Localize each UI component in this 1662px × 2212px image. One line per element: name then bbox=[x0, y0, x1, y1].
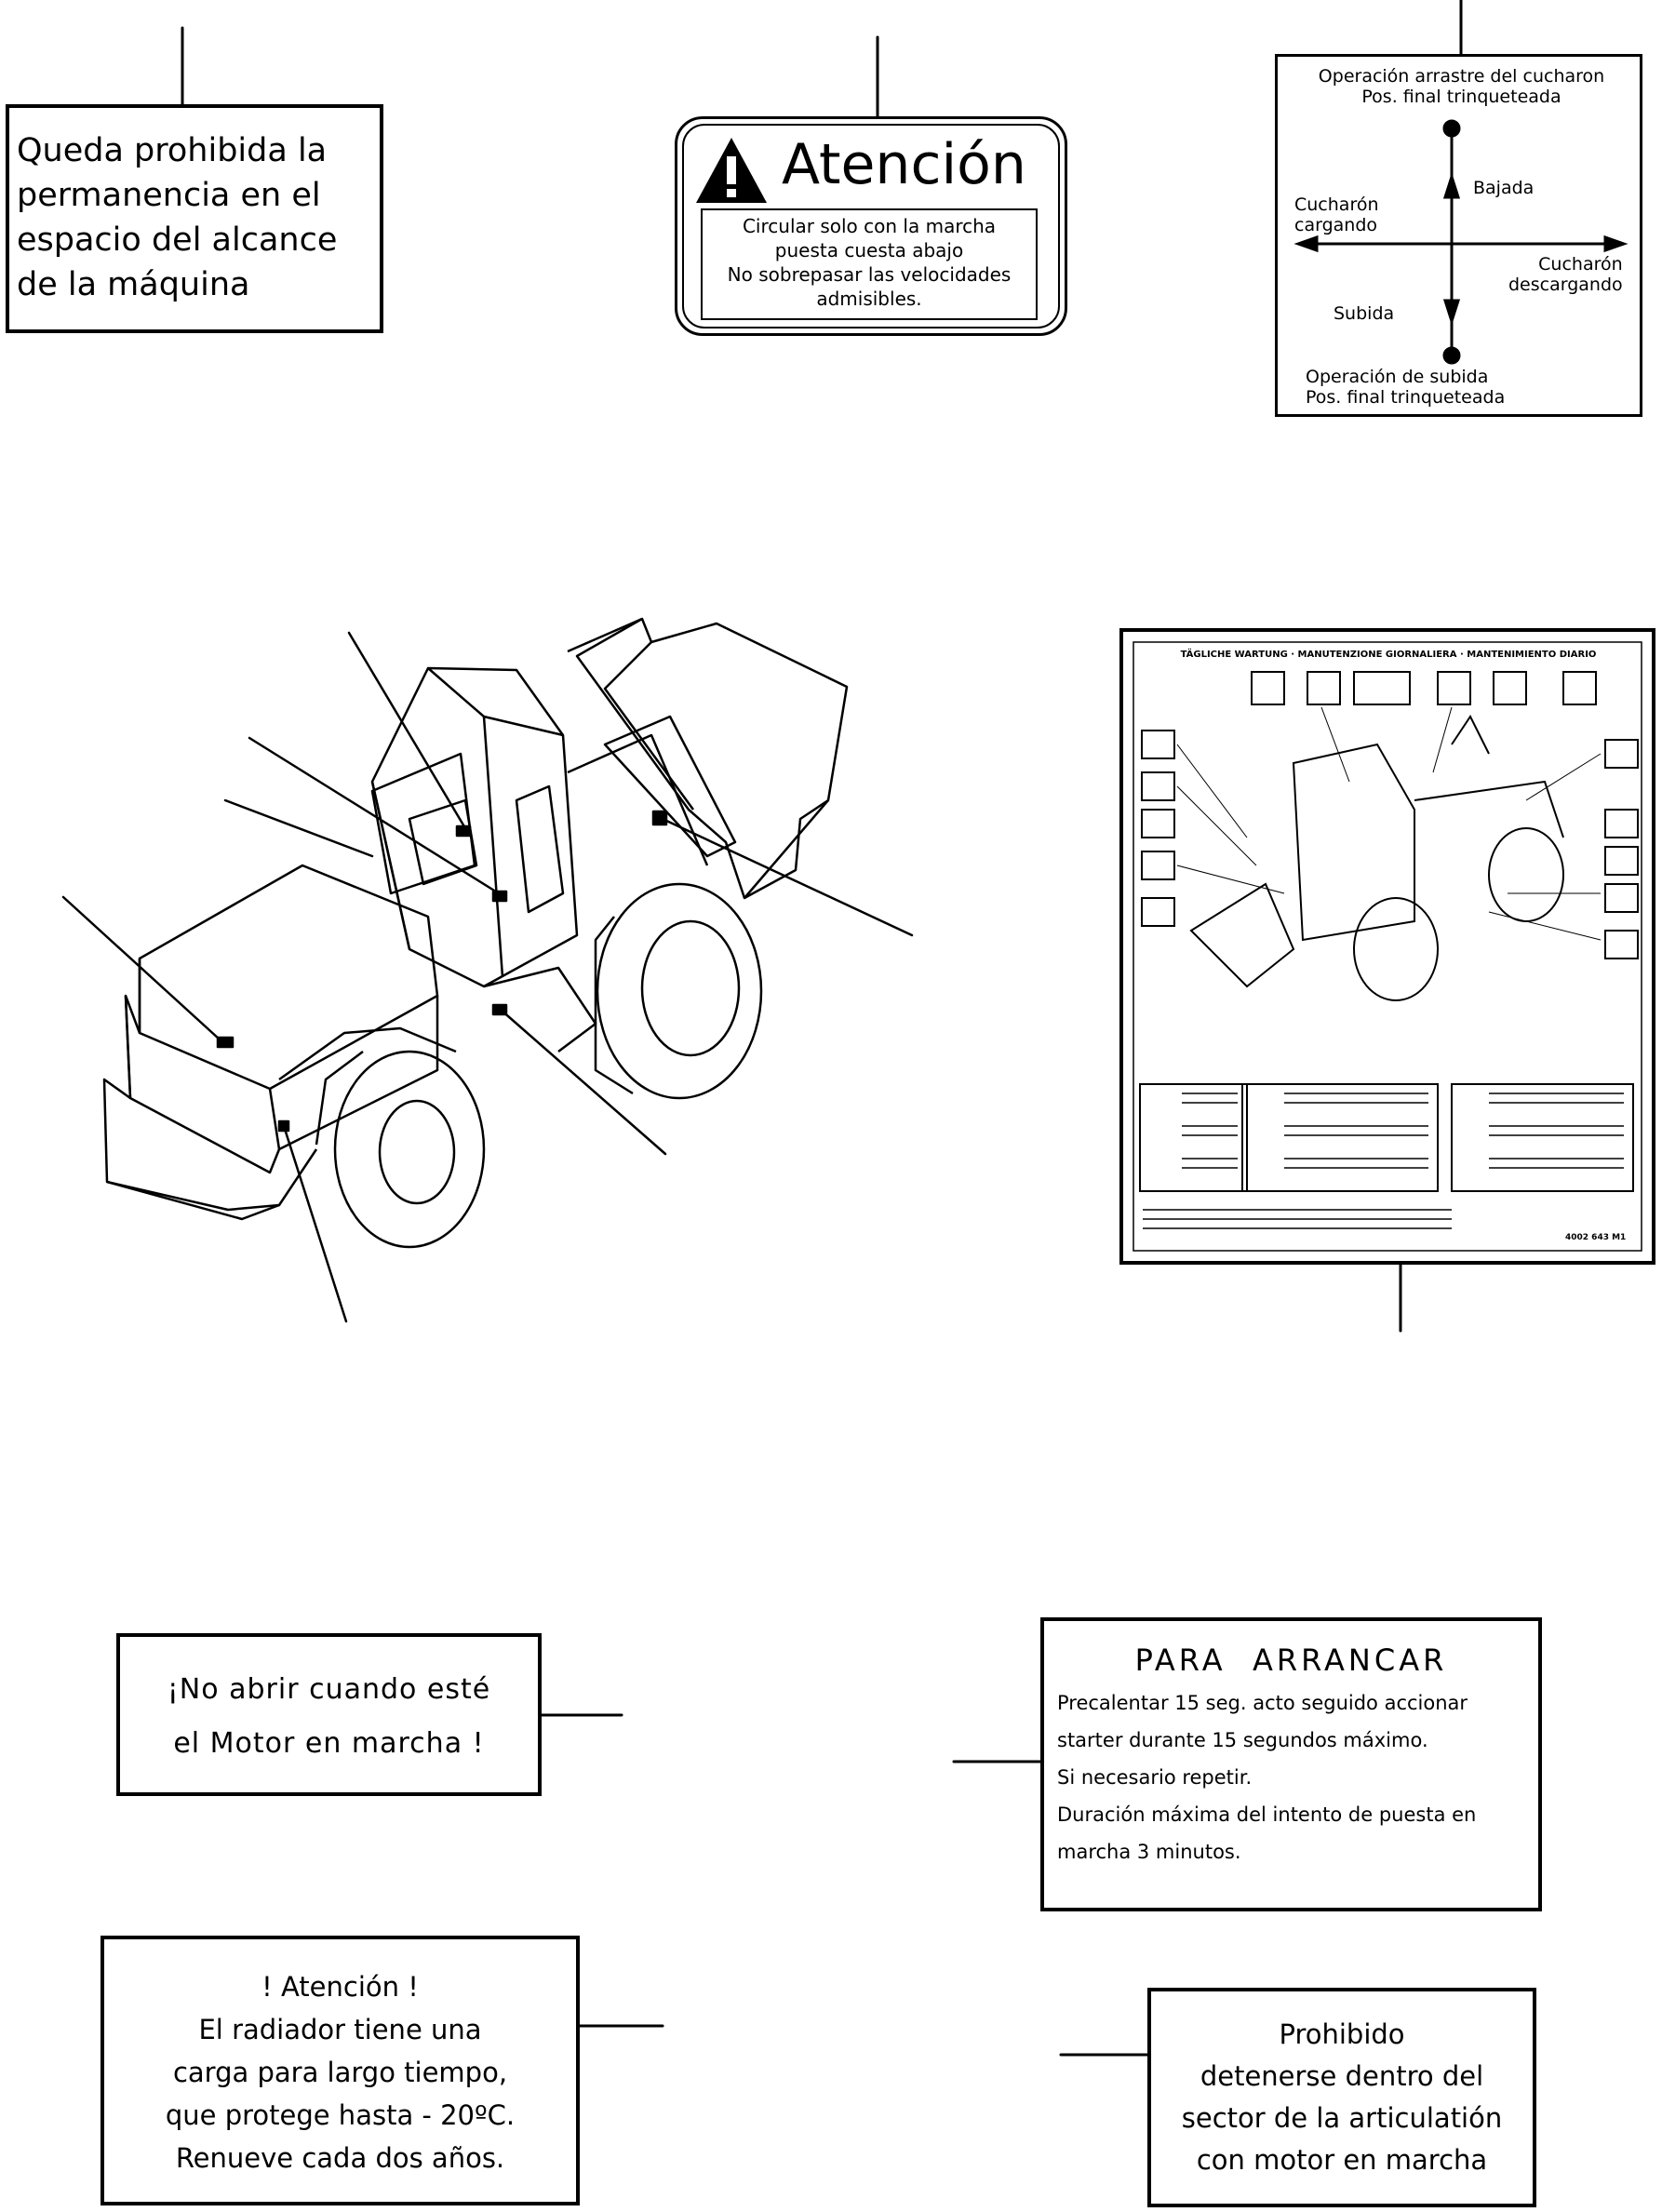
bucket-control-bajada: Bajada bbox=[1473, 178, 1535, 198]
prohibited-zone-line-4: de la máquina bbox=[17, 266, 250, 303]
articulation-line-4: con motor en marcha bbox=[1196, 2144, 1488, 2176]
prohibited-zone-label: Queda prohibida la permanencia en el esp… bbox=[6, 104, 383, 333]
radiator-line-5: Renueve cada dos años. bbox=[175, 2142, 505, 2174]
bucket-control-descargando-2: descargando bbox=[1508, 275, 1623, 295]
bucket-control-cargando-1: Cucharón bbox=[1294, 194, 1379, 215]
articulation-label: Prohibido detenerse dentro del sector de… bbox=[1147, 1988, 1536, 2207]
no-open-line-2: el Motor en marcha ! bbox=[173, 1727, 485, 1760]
bucket-control-label: Operación arrastre del cucharon Pos. fin… bbox=[1275, 54, 1642, 417]
warning-triangle-icon bbox=[696, 138, 767, 203]
articulation-line-3: sector de la articulatión bbox=[1181, 2102, 1503, 2134]
para-arrancar-line-2: starter durante 15 segundos máximo. bbox=[1057, 1729, 1428, 1751]
maintenance-chart-part-number: 4002 643 M1 bbox=[1565, 1233, 1627, 1242]
attention-speed-line-2: puesta cuesta abajo bbox=[774, 239, 964, 261]
machine-leader-lines bbox=[61, 631, 914, 1323]
attention-speed-line-1: Circular solo con la marcha bbox=[742, 215, 997, 237]
radiator-label: ! Atención ! El radiador tiene una carga… bbox=[101, 1936, 580, 2205]
bucket-control-top-line-2: Pos. final trinqueteada bbox=[1361, 87, 1561, 107]
attention-speed-label: Atención Circular solo con la marcha pue… bbox=[675, 116, 1067, 336]
para-arrancar-line-1: Precalentar 15 seg. acto seguido acciona… bbox=[1057, 1692, 1468, 1714]
radiator-line-1: ! Atención ! bbox=[261, 1971, 419, 2003]
radiator-line-4: que protege hasta - 20ºC. bbox=[165, 2099, 516, 2131]
bucket-control-bottom-line-1: Operación de subida bbox=[1306, 367, 1489, 387]
radiator-line-3: carga para largo tiempo, bbox=[172, 2057, 508, 2088]
bucket-control-descargando-1: Cucharón bbox=[1538, 254, 1623, 275]
no-open-label: ¡No abrir cuando esté el Motor en marcha… bbox=[116, 1633, 542, 1796]
no-open-line-1: ¡No abrir cuando esté bbox=[167, 1673, 491, 1706]
para-arrancar-line-3: Si necesario repetir. bbox=[1057, 1766, 1253, 1789]
para-arrancar-line-5: marcha 3 minutos. bbox=[1057, 1841, 1241, 1863]
prohibited-zone-line-1: Queda prohibida la bbox=[17, 132, 328, 169]
para-arrancar-line-4: Duración máxima del intento de puesta en bbox=[1057, 1803, 1477, 1826]
bucket-control-cargando-2: cargando bbox=[1294, 215, 1377, 235]
para-arrancar-label: PARA ARRANCAR Precalentar 15 seg. acto s… bbox=[1040, 1617, 1542, 1911]
prohibited-zone-line-2: permanencia en el bbox=[17, 177, 321, 214]
maintenance-chart-poster bbox=[1119, 628, 1655, 1265]
attention-speed-title: Atención bbox=[782, 132, 1026, 197]
bucket-control-subida: Subida bbox=[1334, 303, 1395, 324]
prohibited-zone-line-3: espacio del alcance bbox=[17, 221, 338, 259]
para-arrancar-title: PARA ARRANCAR bbox=[1134, 1642, 1448, 1678]
bucket-control-top-line-1: Operación arrastre del cucharon bbox=[1318, 66, 1605, 87]
attention-speed-line-3: No sobrepasar las velocidades bbox=[727, 263, 1012, 286]
articulation-line-2: detenerse dentro del bbox=[1200, 2060, 1484, 2092]
attention-speed-line-4: admisibles. bbox=[816, 288, 922, 310]
articulation-line-1: Prohibido bbox=[1279, 2018, 1405, 2050]
maintenance-chart-title: TÄGLICHE WARTUNG · MANUTENZIONE GIORNALI… bbox=[1180, 650, 1597, 660]
bucket-control-bottom-line-2: Pos. final trinqueteada bbox=[1306, 387, 1506, 408]
radiator-line-2: El radiador tiene una bbox=[198, 2014, 482, 2045]
bucket-control-diagram bbox=[1293, 119, 1628, 365]
wheel-loader-drawing bbox=[102, 617, 849, 1249]
